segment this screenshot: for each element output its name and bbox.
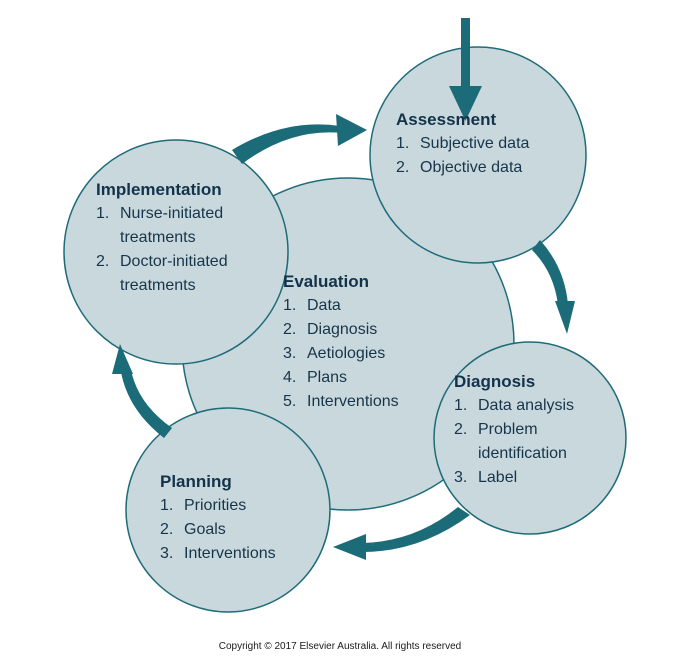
list-item: 2. Goals (160, 518, 320, 542)
item-text: Subjective data (420, 135, 530, 152)
diagnosis-node: Diagnosis 1. Data analysis 2. Problem iden… (454, 370, 604, 490)
item-text: Plans (307, 369, 348, 386)
item-number: 1. (160, 497, 174, 514)
diagnosis-circle (433, 341, 627, 535)
implementation-title: Implementation (96, 180, 222, 199)
list-item: 5. Interventions (283, 390, 433, 414)
item-number: 2. (283, 321, 297, 338)
planning-title: Planning (160, 472, 232, 491)
diagnosis-title: Diagnosis (454, 372, 536, 391)
entry-arrow (449, 18, 482, 121)
item-number: 1. (396, 135, 410, 152)
list-item: 2. Objective data (396, 156, 576, 180)
list-item: 1. Priorities (160, 494, 320, 518)
item-number: 4. (283, 369, 297, 386)
list-item: 4. Plans (283, 366, 433, 390)
item-text: Priorities (184, 497, 247, 514)
evaluation-list: 1. Data 2. Diagnosis 3. Aetiologies 4. Plans… (283, 294, 433, 414)
item-number: 1. (454, 397, 468, 414)
assessment-circle (369, 46, 587, 264)
copyright-notice: Copyright © 2017 Elsevier Australia. All… (218, 641, 462, 652)
list-item: 2. Diagnosis (283, 318, 433, 342)
planning-circle (125, 407, 331, 613)
item-text: Objective data (420, 159, 523, 176)
item-text: Interventions (307, 393, 399, 410)
list-item: 2. Problem identification (454, 418, 604, 466)
arrow-implementation-to-assessment (232, 114, 367, 164)
implementation-list: 1. Nurse-initiated treatments 2. Doctor-in… (96, 202, 266, 298)
evaluation-node: Evaluation 1. Data 2. Diagnosis 3. Aetiolog… (283, 270, 433, 414)
item-text: Nurse-initiated treatments (120, 205, 224, 246)
item-text: Label (478, 469, 518, 486)
item-number: 2. (454, 421, 468, 438)
item-number: 3. (454, 469, 468, 486)
item-number: 3. (160, 545, 174, 562)
list-item: 1. Data analysis (454, 394, 604, 418)
item-number: 2. (96, 253, 110, 270)
assessment-list: 1. Subjective data 2. Objective data (396, 132, 576, 180)
item-text: Problem identification (478, 421, 567, 462)
planning-node: Planning 1. Priorities 2. Goals 3. Interven… (160, 470, 320, 566)
evaluation-title: Evaluation (283, 272, 369, 291)
item-text: Data analysis (478, 397, 575, 414)
assessment-title: Assessment (396, 110, 497, 129)
list-item: 1. Nurse-initiated treatments (96, 202, 266, 250)
item-text: Interventions (184, 545, 276, 562)
item-text: Diagnosis (307, 321, 378, 338)
implementation-circle (63, 139, 289, 365)
arrow-planning-to-implementation (112, 344, 172, 438)
list-item: 1. Subjective data (396, 132, 576, 156)
implementation-node: Implementation 1. Nurse-initiated treatme… (96, 178, 266, 298)
item-text: Doctor-initiated treatments (120, 253, 228, 294)
item-number: 1. (96, 205, 110, 222)
diagnosis-list: 1. Data analysis 2. Problem identification… (454, 394, 604, 490)
item-number: 3. (283, 345, 297, 362)
item-number: 2. (396, 159, 410, 176)
assessment-node: Assessment 1. Subjective data 2. Objective… (396, 108, 576, 180)
list-item: 3. Aetiologies (283, 342, 433, 366)
list-item: 1. Data (283, 294, 433, 318)
item-text: Aetiologies (307, 345, 386, 362)
item-number: 1. (283, 297, 297, 314)
item-text: Goals (184, 521, 226, 538)
list-item: 3. Interventions (160, 542, 320, 566)
list-item: 3. Label (454, 466, 604, 490)
planning-list: 1. Priorities 2. Goals 3. Interventions (160, 494, 320, 566)
arrow-diagnosis-to-planning (333, 507, 470, 560)
arrow-assessment-to-diagnosis (532, 240, 575, 334)
item-number: 2. (160, 521, 174, 538)
item-text: Data (307, 297, 341, 314)
list-item: 2. Doctor-initiated treatments (96, 250, 266, 298)
item-number: 5. (283, 393, 297, 410)
